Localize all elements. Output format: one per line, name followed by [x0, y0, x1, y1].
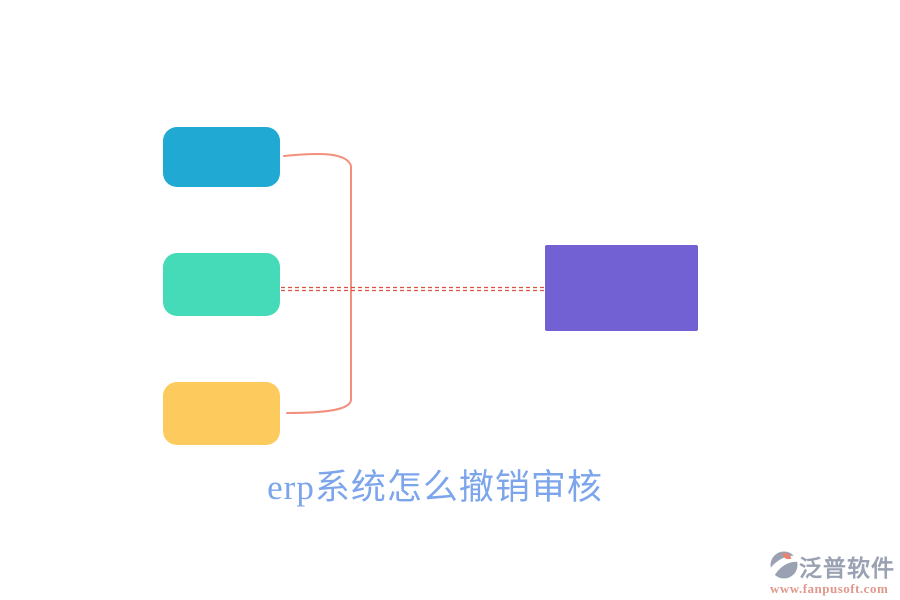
watermark-brand-text: 泛普软件 — [799, 555, 895, 581]
diagram-title: erp系统怎么撤销审核 — [267, 468, 603, 507]
watermark-url-text: www.fanpusoft.com — [770, 581, 889, 596]
topic-node-top — [163, 127, 280, 187]
bracket-connector-line — [283, 152, 352, 414]
topic-node-bottom — [163, 382, 280, 445]
topic-node-middle — [163, 253, 280, 316]
fanpu-logo-icon — [768, 547, 800, 586]
topic-node-main — [545, 245, 698, 331]
watermark: 泛普软件 www.fanpusoft.com — [768, 547, 896, 597]
